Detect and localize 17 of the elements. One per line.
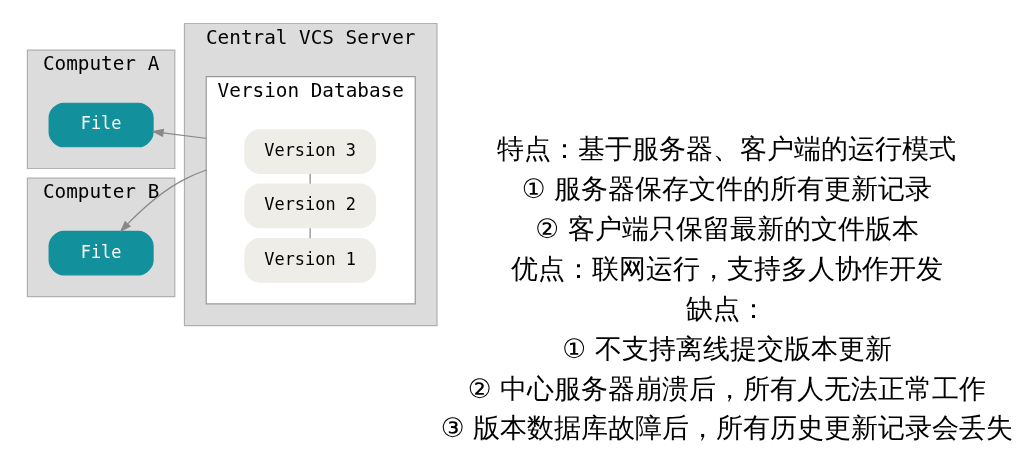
label: ① 不支持离线提交版本更新 xyxy=(562,332,892,364)
label: 特点：基于服务器、客户端的运行模式 xyxy=(497,132,957,164)
node-box: Version 1 xyxy=(244,237,376,283)
node-box: File xyxy=(48,102,154,147)
arrow xyxy=(151,128,207,139)
label: ① 服务器保存文件的所有更新记录 xyxy=(521,172,933,204)
node-box: Version 3 xyxy=(244,128,376,174)
connector xyxy=(309,172,311,184)
label: ② 中心服务器崩溃后，所有人无法正常工作 xyxy=(467,372,987,404)
node-box: Version 2 xyxy=(244,183,376,228)
arrow xyxy=(119,168,207,232)
label: 优点：联网运行，支持多人协作开发 xyxy=(510,252,943,284)
label: ③ 版本数据库故障后，所有历史更新记录会丢失 xyxy=(440,411,1014,443)
node-box: File xyxy=(48,230,154,275)
connector xyxy=(309,227,311,239)
label: 缺点： xyxy=(686,292,768,324)
label: ② 客户端只保留最新的文件版本 xyxy=(535,212,919,244)
